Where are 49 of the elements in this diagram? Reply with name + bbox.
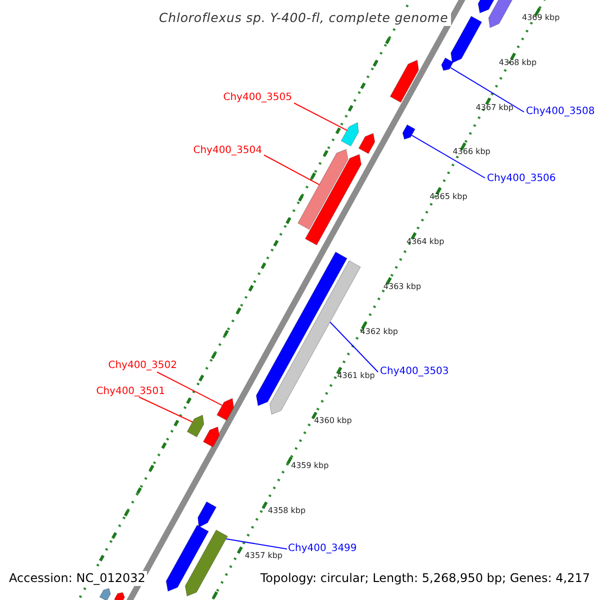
gene-block	[450, 16, 482, 64]
scale-label: 4363 kbp	[383, 282, 422, 292]
gene-label: Chy400_3504	[193, 145, 262, 156]
scale-label: 4366 kbp	[452, 148, 490, 158]
gene-label: Chy400_3505	[223, 92, 292, 103]
leader-line	[294, 102, 348, 131]
scale-label: 4368 kbp	[498, 58, 537, 68]
gene-label: Chy400_3499	[288, 543, 357, 554]
leader-line	[411, 134, 486, 178]
gene-block	[304, 154, 362, 246]
gene-block	[390, 60, 419, 103]
scale-label: 4362 kbp	[360, 328, 398, 336]
gene-block	[340, 122, 359, 147]
scale-label: 4365 kbp	[430, 193, 468, 202]
scale-label: 4360 kbp	[314, 417, 352, 426]
gene-label: Chy400_3508	[526, 106, 595, 117]
leader-line	[138, 396, 193, 422]
gene-label: Chy400_3501	[96, 386, 165, 397]
scale-label: 4361 kbp	[337, 372, 375, 382]
gene-block	[297, 148, 348, 230]
footer-text: Accession: NC_012032	[7, 571, 148, 586]
gene-label: Chy400_3506	[487, 173, 556, 184]
gene-block	[216, 398, 234, 421]
scale-label: 4359 kbp	[291, 462, 329, 471]
leader-line	[264, 154, 320, 186]
gene-block	[202, 426, 220, 448]
gene-label: Chy400_3503	[380, 366, 449, 377]
gene-block	[269, 260, 361, 415]
footer-text: Topology: circular; Length: 5,268,950 bp; Genes: 4,217	[258, 571, 592, 586]
scale-label: 4357 kbp	[244, 552, 282, 560]
gene-block	[358, 133, 376, 154]
leader-line	[330, 322, 378, 372]
leader-line	[156, 372, 223, 406]
gene-block	[184, 530, 228, 597]
leader-line	[450, 67, 524, 112]
gene-block	[198, 501, 217, 528]
scale-label: 4367 kbp	[476, 104, 514, 112]
gene-block	[402, 124, 416, 140]
gene-label: Chy400_3502	[108, 360, 177, 371]
gene-block	[488, 0, 515, 28]
scale-label: 4364 kbp	[406, 238, 444, 247]
gene-block	[478, 0, 496, 14]
gene-block	[114, 592, 125, 600]
scale-label: 4369 kbp	[522, 14, 560, 23]
scale-label: 4358 kbp	[268, 506, 306, 516]
gene-block	[166, 524, 209, 592]
gene-block	[441, 57, 454, 71]
leader-line	[226, 538, 288, 550]
gene-block	[186, 414, 204, 438]
